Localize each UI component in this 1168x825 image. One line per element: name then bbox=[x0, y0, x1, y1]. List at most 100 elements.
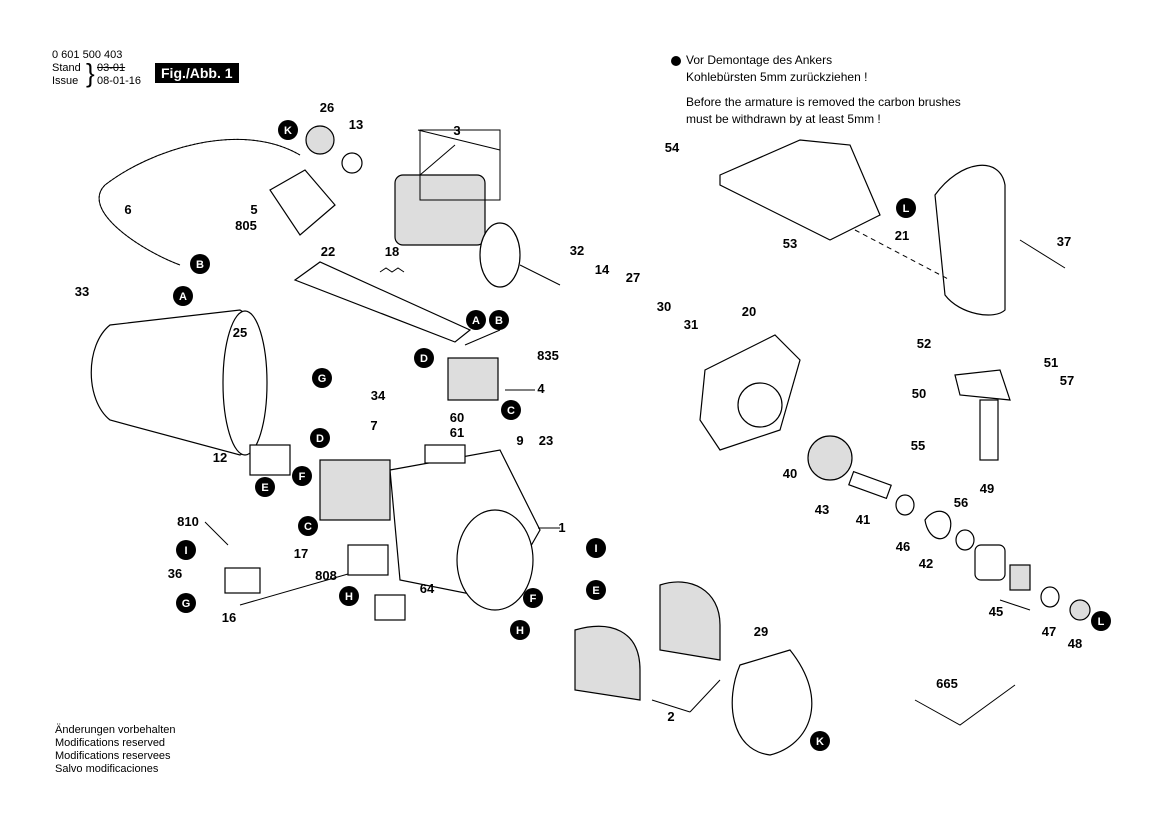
footer: Änderungen vorbehalten Modifications res… bbox=[55, 724, 175, 776]
part-number-label: 60 bbox=[450, 410, 464, 425]
part-number-label: 52 bbox=[917, 336, 931, 351]
gear-drawing bbox=[807, 435, 853, 481]
part-number-label: 27 bbox=[626, 270, 640, 285]
part-number-label: 53 bbox=[783, 236, 797, 251]
part-number-label: 14 bbox=[595, 262, 610, 277]
part-number-label: 61 bbox=[450, 425, 464, 440]
svg-text:C: C bbox=[304, 521, 312, 533]
part-number-label: 36 bbox=[168, 566, 182, 581]
part-number-label: 50 bbox=[912, 386, 926, 401]
part-number-label: 805 bbox=[235, 218, 257, 233]
part-number-label: 1 bbox=[558, 520, 565, 535]
part-number-label: 4 bbox=[537, 381, 545, 396]
stand-date: 03-01 bbox=[97, 62, 126, 74]
connection-marker: G bbox=[176, 593, 196, 613]
footer-line: Änderungen vorbehalten bbox=[55, 724, 176, 736]
connection-marker: I bbox=[586, 538, 606, 558]
issue-date: 08-01-16 bbox=[97, 75, 142, 87]
svg-text:K: K bbox=[284, 125, 292, 137]
part-number-label: 57 bbox=[1060, 373, 1074, 388]
hex-key-drawing bbox=[914, 684, 1016, 726]
part-number-label: 41 bbox=[856, 512, 870, 527]
part-number-label: 16 bbox=[222, 610, 236, 625]
part-number-label: 51 bbox=[1044, 355, 1058, 370]
part-number-label: 48 bbox=[1068, 636, 1082, 651]
connection-marker: B bbox=[489, 310, 509, 330]
connection-marker: A bbox=[173, 286, 193, 306]
svg-text:L: L bbox=[903, 203, 910, 215]
connection-marker: E bbox=[586, 580, 606, 600]
switch-drawing bbox=[447, 357, 499, 401]
svg-text:B: B bbox=[495, 315, 503, 327]
part-number-label: 40 bbox=[783, 466, 797, 481]
svg-text:I: I bbox=[594, 543, 597, 555]
note-en-2: must be withdrawn by at least 5mm ! bbox=[686, 112, 881, 126]
plug-drawing bbox=[269, 169, 336, 236]
svg-text:H: H bbox=[345, 591, 353, 603]
connection-marker: A bbox=[466, 310, 486, 330]
part-number-label: 2 bbox=[667, 709, 674, 724]
connection-marker: E bbox=[255, 477, 275, 497]
connection-marker: C bbox=[501, 400, 521, 420]
part-number-label: 45 bbox=[989, 604, 1003, 619]
svg-text:K: K bbox=[816, 736, 824, 748]
note-de-2: Kohlebürsten 5mm zurückziehen ! bbox=[686, 70, 868, 84]
svg-text:D: D bbox=[316, 433, 324, 445]
armature-drawing bbox=[394, 174, 486, 246]
part-number-label: 42 bbox=[919, 556, 933, 571]
note-en-1: Before the armature is removed the carbo… bbox=[686, 95, 961, 109]
svg-text:H: H bbox=[516, 625, 524, 637]
part-number-label: 55 bbox=[911, 438, 925, 453]
svg-text:B: B bbox=[196, 259, 204, 271]
part-number-label: 23 bbox=[539, 433, 553, 448]
part-number-label: 22 bbox=[321, 244, 335, 259]
part-number-label: 18 bbox=[385, 244, 399, 259]
bearing-45-drawing bbox=[974, 544, 1006, 581]
connection-marker: K bbox=[278, 120, 298, 140]
svg-text:D: D bbox=[420, 353, 428, 365]
part-number-label: 37 bbox=[1057, 234, 1071, 249]
stand-label: Stand bbox=[52, 62, 81, 74]
part-number-label: 13 bbox=[349, 117, 363, 132]
base-drawing bbox=[954, 369, 1011, 401]
field-coil-drawing bbox=[659, 581, 721, 661]
part-number-label: 21 bbox=[895, 228, 909, 243]
connection-marker: H bbox=[339, 586, 359, 606]
part-number-label: 47 bbox=[1042, 624, 1056, 639]
part-number-label: 31 bbox=[684, 317, 698, 332]
part-number-label: 32 bbox=[570, 243, 584, 258]
part-number-label: 33 bbox=[75, 284, 89, 299]
figure-label: Fig./Abb. 1 bbox=[155, 63, 239, 83]
connection-marker: H bbox=[510, 620, 530, 640]
note-de-1: Vor Demontage des Ankers bbox=[686, 53, 833, 67]
svg-text:A: A bbox=[472, 315, 480, 327]
part-number-label: 49 bbox=[980, 481, 994, 496]
part-number-label: 665 bbox=[936, 676, 958, 691]
part-number: 0 601 500 403 bbox=[52, 49, 123, 61]
svg-text:F: F bbox=[530, 593, 537, 605]
svg-text:C: C bbox=[507, 405, 515, 417]
part-number-label: 808 bbox=[315, 568, 337, 583]
svg-text:E: E bbox=[592, 585, 599, 597]
bar-drawing bbox=[293, 261, 472, 343]
connection-marker: I bbox=[176, 540, 196, 560]
part-number-label: 46 bbox=[896, 539, 910, 554]
part-number-label: 30 bbox=[657, 299, 671, 314]
part-number-label: 43 bbox=[815, 502, 829, 517]
part-number-label: 64 bbox=[420, 581, 435, 596]
footer-line: Salvo modificaciones bbox=[55, 763, 159, 775]
part-number-label: 17 bbox=[294, 546, 308, 561]
connection-marker: F bbox=[523, 588, 543, 608]
connection-marker: G bbox=[312, 368, 332, 388]
footer-line: Modifications reserved bbox=[55, 737, 166, 749]
part-number-label: 34 bbox=[371, 388, 386, 403]
svg-text:E: E bbox=[261, 482, 268, 494]
connection-marker: C bbox=[298, 516, 318, 536]
part-number-label: 6 bbox=[124, 202, 131, 217]
part-number-label: 12 bbox=[213, 450, 227, 465]
connection-marker: F bbox=[292, 466, 312, 486]
end-cap-drawing bbox=[731, 649, 813, 756]
part-number-label: 7 bbox=[370, 418, 377, 433]
brace: } bbox=[86, 58, 95, 88]
